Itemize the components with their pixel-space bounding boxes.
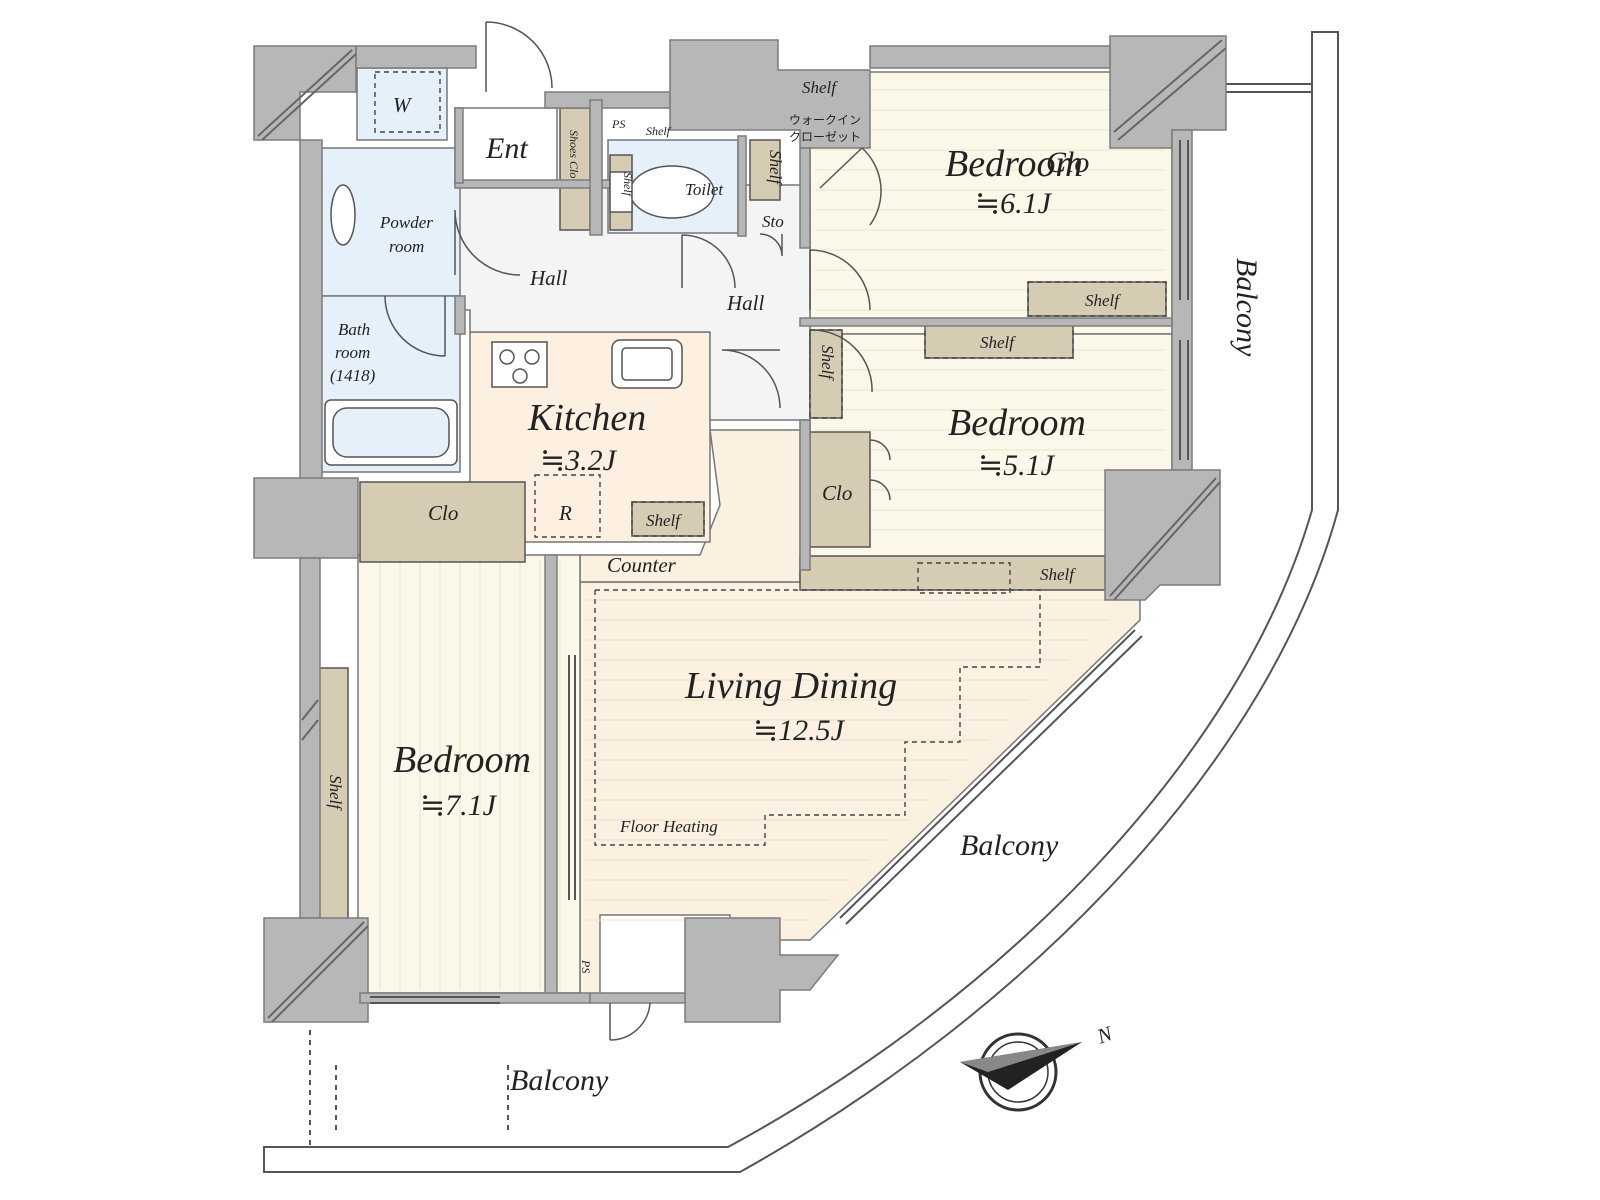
floor-heating-label: Floor Heating — [619, 817, 718, 836]
shelf-v-wic-box — [749, 139, 781, 201]
walk-in-label-2: クローゼット — [789, 130, 861, 144]
clo-west-label: Clo — [428, 501, 458, 525]
shelf-bed-ne-label: Shelf — [1085, 291, 1121, 310]
clo-bed-e-label: Clo — [822, 481, 852, 505]
balcony-outline — [263, 31, 1339, 1173]
bedroom-w-name: Bedroom — [393, 739, 531, 781]
labels: Bedroom Clo ≒6.1J Bedroom ≒5.1J Bedroom … — [326, 78, 1263, 1097]
shoes-clo-label: Shoes Clo — [567, 130, 581, 178]
powder-label-1: Powder — [379, 213, 433, 232]
balcony-se-label: Balcony — [960, 829, 1059, 862]
toilet-label: Toilet — [685, 180, 724, 199]
compass: N — [960, 1021, 1116, 1112]
window-lines — [370, 140, 1189, 1004]
bedroom-e-size: ≒5.1J — [978, 449, 1056, 482]
shelf-bed-e-label: Shelf — [980, 333, 1016, 352]
bedroom-e-name: Bedroom — [948, 402, 1086, 444]
compass-needle — [960, 1042, 1082, 1090]
living-size: ≒12.5J — [753, 714, 846, 747]
bedroom-w-size: ≒7.1J — [420, 789, 498, 822]
shelf-toilet-v-label: Shelf — [621, 172, 635, 198]
shelf-kitchen-box — [631, 501, 705, 537]
clo-bed-e-box — [809, 431, 871, 548]
bedroom-ne-overlay: Clo — [1046, 146, 1089, 179]
sto-label: Sto — [762, 212, 784, 231]
living-name: Living Dining — [684, 665, 897, 707]
ps-top-label: PS — [611, 117, 625, 131]
wood-grain — [379, 89, 1165, 990]
compass-n-label: N — [1093, 1021, 1116, 1049]
clo-west-box — [359, 481, 526, 563]
bedroom-ne-size: ≒6.1J — [975, 187, 1053, 220]
shelf-left-box — [317, 667, 349, 921]
shelf-bed-ne-box — [1027, 281, 1167, 317]
shelf-toilet-small-label: Shelf — [646, 124, 672, 138]
powder-label-2: room — [389, 237, 424, 256]
w-floor — [356, 67, 448, 141]
bathtub-inner — [332, 407, 450, 458]
w-label: W — [393, 93, 413, 117]
doors — [384, 21, 891, 1041]
entrance-floor — [454, 107, 558, 186]
bedroom-ne-name: Bedroom — [945, 143, 1083, 185]
kitchen-r: R — [558, 501, 572, 525]
counter-label: Counter — [607, 553, 677, 577]
hall-label-2: Hall — [726, 291, 765, 315]
wall-hatching — [257, 39, 1227, 1023]
hall-label-1: Hall — [529, 266, 568, 290]
kitchen-size: ≒3.2J — [540, 444, 618, 477]
ent-label: Ent — [485, 132, 528, 165]
bath-label-2: room — [335, 343, 370, 362]
fixtures — [324, 165, 715, 466]
shelf-kitchen-label: Shelf — [646, 511, 682, 530]
shelf-bottom-label: Shelf — [1040, 565, 1076, 584]
shelf-v-wic-label: Shelf — [766, 150, 785, 186]
balcony-south-label: Balcony — [510, 1064, 609, 1097]
toilet-tank — [609, 171, 633, 213]
bath-label-1: Bath — [338, 320, 370, 339]
kitchen-name: Kitchen — [527, 397, 646, 439]
basin — [330, 184, 356, 246]
walk-in-label-1: ウォークイン — [789, 113, 861, 127]
shelf-left-label: Shelf — [326, 775, 345, 811]
balcony-east-label: Balcony — [1230, 258, 1263, 357]
shelf-wic-label: Shelf — [802, 78, 838, 97]
shelf-v-bed-e-label: Shelf — [818, 345, 837, 381]
ps-bottom-label: PS — [579, 959, 593, 973]
bath-label-3: (1418) — [330, 366, 376, 385]
